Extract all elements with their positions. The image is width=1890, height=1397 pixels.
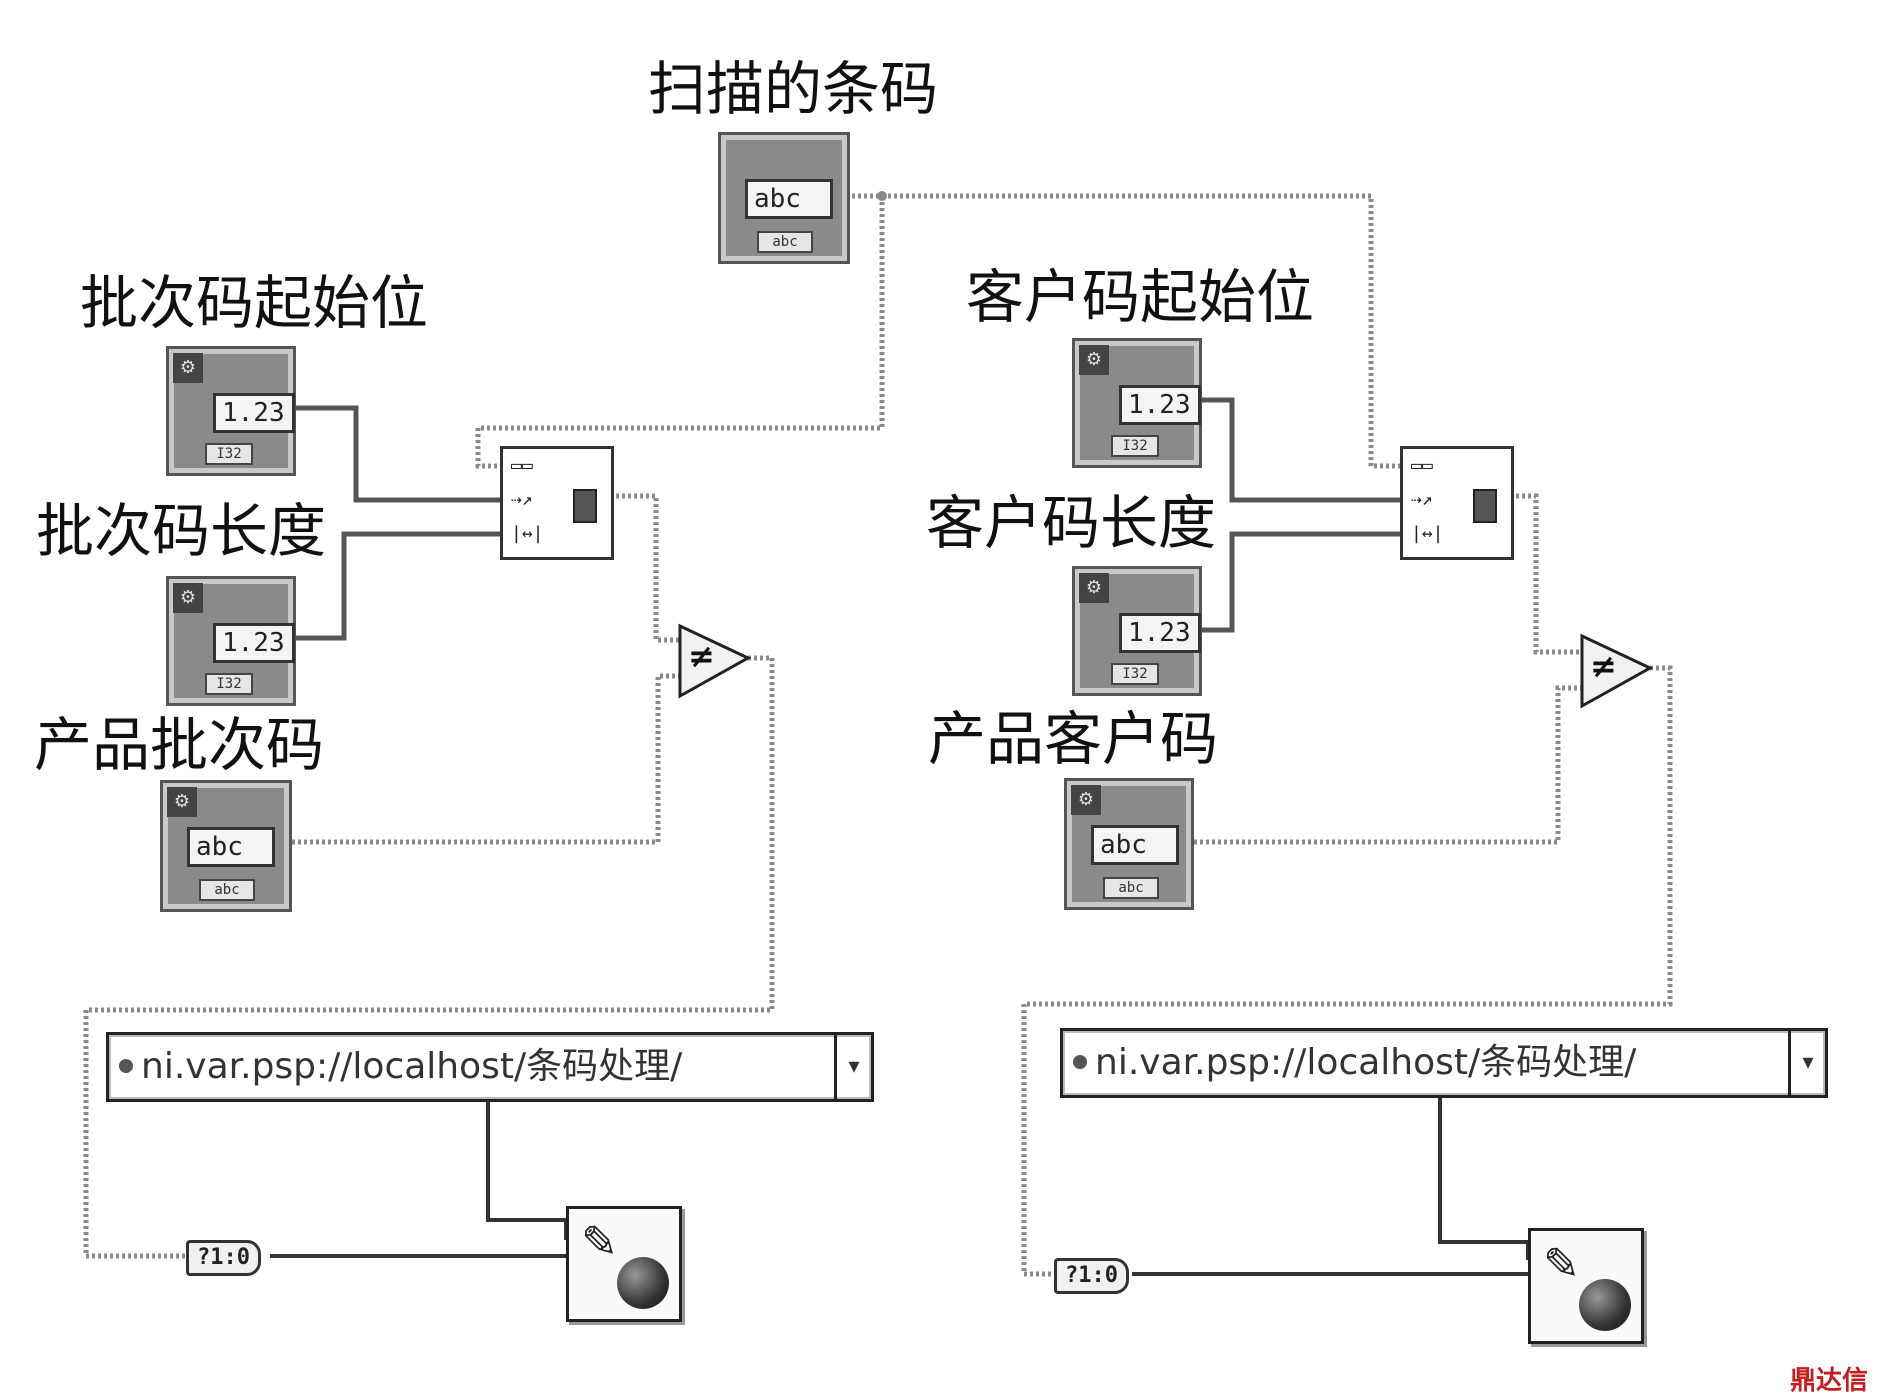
- numeric-footer: I32: [205, 443, 253, 465]
- wire-customer-start: [1196, 397, 1400, 503]
- numeric-type-icon: 1.23: [213, 623, 295, 663]
- control-icon: ⚙: [1079, 573, 1109, 603]
- control-icon: ⚙: [1079, 345, 1109, 375]
- subset-string-icon: ▭▭: [1411, 455, 1433, 476]
- wire-left-compare-to-writer: [83, 655, 775, 1259]
- label-product-batch: 产品批次码: [34, 711, 325, 779]
- numeric-type-icon: 1.23: [1119, 385, 1201, 425]
- variable-ball-icon: [617, 1257, 669, 1309]
- terminal-batch-length[interactable]: ⚙ 1.23 I32: [166, 576, 296, 706]
- string-wires: [83, 193, 1673, 1277]
- wire-scan-to-right-subset: [846, 193, 1400, 469]
- terminal-batch-start[interactable]: ⚙ 1.23 I32: [166, 346, 296, 476]
- variable-dot-icon: [119, 1059, 133, 1073]
- shared-variable-url-right[interactable]: ni.var.psp://localhost/条码处理/ ▾: [1060, 1028, 1828, 1098]
- control-icon: ⚙: [173, 353, 203, 383]
- wire-junction: [877, 191, 887, 201]
- label-product-customer: 产品客户码: [928, 705, 1219, 773]
- control-icon: ⚙: [173, 583, 203, 613]
- wire-right-compare-to-writer: [1021, 665, 1673, 1277]
- shared-variable-url-left[interactable]: ni.var.psp://localhost/条码处理/ ▾: [106, 1032, 874, 1102]
- wire-product-customer-to-compare: [1188, 685, 1582, 845]
- control-icon: ⚙: [1071, 785, 1101, 815]
- terminal-product-customer[interactable]: ⚙ abc abc: [1064, 778, 1194, 910]
- numeric-type-icon: 1.23: [1119, 613, 1201, 653]
- string-footer: abc: [1103, 877, 1159, 899]
- url-text: ni.var.psp://localhost/条码处理/: [1095, 1042, 1637, 1083]
- timeout-constant-right[interactable]: ?1:0: [1054, 1258, 1129, 1294]
- pencil-icon: ✎: [1543, 1239, 1580, 1290]
- label-customer-start: 客户码起始位: [966, 263, 1315, 331]
- wire-scan-to-left-subset: [475, 196, 885, 469]
- subset-length-icon: |↔|: [511, 523, 544, 544]
- numeric-footer: I32: [1111, 663, 1159, 685]
- not-equal-symbol-left: ≠: [688, 637, 715, 675]
- numeric-type-icon: 1.23: [213, 393, 295, 433]
- dropdown-arrow-icon[interactable]: ▾: [1788, 1031, 1825, 1095]
- label-customer-length: 客户码长度: [926, 489, 1217, 557]
- numeric-footer: I32: [1111, 435, 1159, 457]
- url-text: ni.var.psp://localhost/条码处理/: [141, 1046, 683, 1087]
- variable-ball-icon: [1579, 1279, 1631, 1331]
- string-footer: abc: [757, 231, 813, 253]
- label-scanned-barcode: 扫描的条码: [648, 55, 939, 123]
- not-equal-symbol-right: ≠: [1590, 647, 1617, 685]
- timeout-constant-left[interactable]: ?1:0: [186, 1240, 261, 1276]
- wire-product-batch-to-compare: [286, 673, 680, 845]
- terminal-customer-length[interactable]: ⚙ 1.23 I32: [1072, 566, 1202, 696]
- terminal-product-batch[interactable]: ⚙ abc abc: [160, 780, 292, 912]
- subset-offset-icon: ⇢↗: [511, 489, 533, 510]
- string-subset-node-left[interactable]: ▭▭ ⇢↗ |↔|: [500, 446, 614, 560]
- wire-right-url-to-writer: [1438, 1096, 1530, 1260]
- refnum-wires: [270, 1096, 1530, 1276]
- subset-length-icon: |↔|: [1411, 523, 1444, 544]
- pencil-icon: ✎: [581, 1217, 618, 1268]
- wire-batch-length: [290, 531, 500, 641]
- wire-left-url-to-writer: [486, 1098, 568, 1240]
- label-batch-start: 批次码起始位: [80, 269, 429, 337]
- terminal-scanned-barcode[interactable]: abc abc: [718, 132, 850, 264]
- string-type-icon: abc: [745, 179, 833, 219]
- subset-offset-icon: ⇢↗: [1411, 489, 1433, 510]
- wire-right-subset-to-compare: [1498, 493, 1582, 655]
- shared-variable-write-node-left[interactable]: ✎: [566, 1206, 682, 1322]
- wire-customer-length: [1196, 531, 1400, 633]
- label-batch-length: 批次码长度: [36, 497, 327, 565]
- dropdown-arrow-icon[interactable]: ▾: [834, 1035, 871, 1099]
- numeric-footer: I32: [205, 673, 253, 695]
- wire-left-subset-to-compare: [610, 493, 680, 643]
- shared-variable-write-node-right[interactable]: ✎: [1528, 1228, 1644, 1344]
- compare-node-left[interactable]: [678, 623, 752, 699]
- string-footer: abc: [199, 879, 255, 901]
- variable-dot-icon: [1073, 1055, 1087, 1069]
- wire-batch-start: [290, 405, 500, 503]
- subset-output-icon: [573, 489, 597, 523]
- watermark-logo: 鼎达信: [1790, 1366, 1869, 1396]
- numeric-wires: [290, 397, 1400, 641]
- string-type-icon: abc: [187, 827, 275, 867]
- terminal-customer-start[interactable]: ⚙ 1.23 I32: [1072, 338, 1202, 468]
- compare-node-right[interactable]: [1580, 633, 1654, 709]
- subset-string-icon: ▭▭: [511, 455, 533, 476]
- control-icon: ⚙: [167, 787, 197, 817]
- string-subset-node-right[interactable]: ▭▭ ⇢↗ |↔|: [1400, 446, 1514, 560]
- string-type-icon: abc: [1091, 825, 1179, 865]
- subset-output-icon: [1473, 489, 1497, 523]
